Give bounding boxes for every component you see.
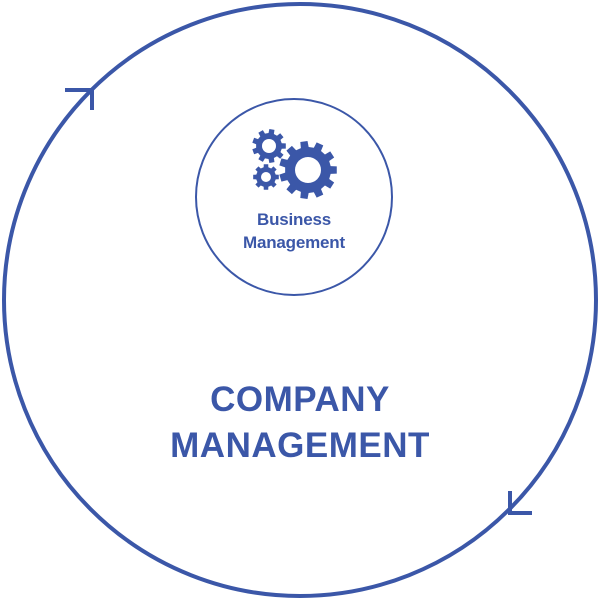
top-gear-hole — [262, 139, 276, 153]
diagram-title-line-1: COMPANY — [210, 380, 390, 419]
inner-node-circle — [195, 98, 393, 296]
large-gear-hole — [295, 157, 321, 183]
gears-icon — [252, 129, 337, 199]
top-left-arrow-icon — [65, 88, 94, 110]
diagram-title-line-2: MANAGEMENT — [170, 426, 430, 465]
inner-node-label-line-2: Management — [243, 233, 345, 252]
bottom-gear-hole — [261, 172, 271, 182]
bottom-right-arrow-icon — [508, 491, 532, 515]
inner-node-label-line-1: Business — [257, 210, 331, 229]
